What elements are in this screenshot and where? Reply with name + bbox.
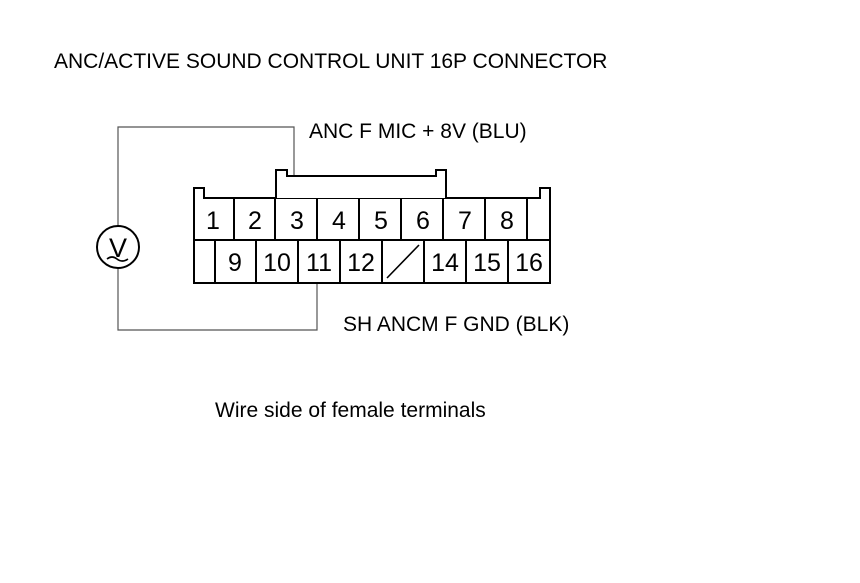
probe-label-bottom: SH ANCM F GND (BLK) — [343, 313, 570, 336]
pin-label: 9 — [228, 249, 242, 277]
view-caption: Wire side of female terminals — [215, 399, 486, 422]
pin-label: 10 — [263, 249, 291, 277]
diagram-title: ANC/ACTIVE SOUND CONTROL UNIT 16P CONNEC… — [54, 50, 608, 73]
absent-terminal-slash — [386, 244, 420, 279]
pin-label: 14 — [431, 249, 459, 277]
pin-label: 8 — [500, 207, 514, 235]
pin-labels-bottom-row: 9 10 11 12 14 15 16 — [228, 249, 543, 277]
probe-label-top: ANC F MIC + 8V (BLU) — [309, 120, 527, 143]
pin-label: 6 — [416, 207, 430, 235]
voltmeter-symbol: V — [109, 233, 127, 263]
pin-label: 12 — [347, 249, 375, 277]
pin-label: 7 — [458, 207, 472, 235]
pin-label: 16 — [515, 249, 543, 277]
test-lead-top — [117, 126, 295, 230]
test-lead-bottom — [117, 264, 318, 331]
voltmeter-icon: V — [96, 225, 140, 269]
pin-label: 2 — [248, 207, 262, 235]
connector-housing — [193, 169, 551, 284]
pin-label: 1 — [206, 207, 220, 235]
pin-label: 3 — [290, 207, 304, 235]
pin-label: 4 — [332, 207, 346, 235]
pin-labels-top-row: 1 2 3 4 5 6 7 8 — [206, 207, 514, 235]
test-leads — [117, 126, 318, 331]
pin-label: 11 — [306, 249, 332, 277]
pin-label: 15 — [473, 249, 501, 277]
pin-label: 5 — [374, 207, 388, 235]
